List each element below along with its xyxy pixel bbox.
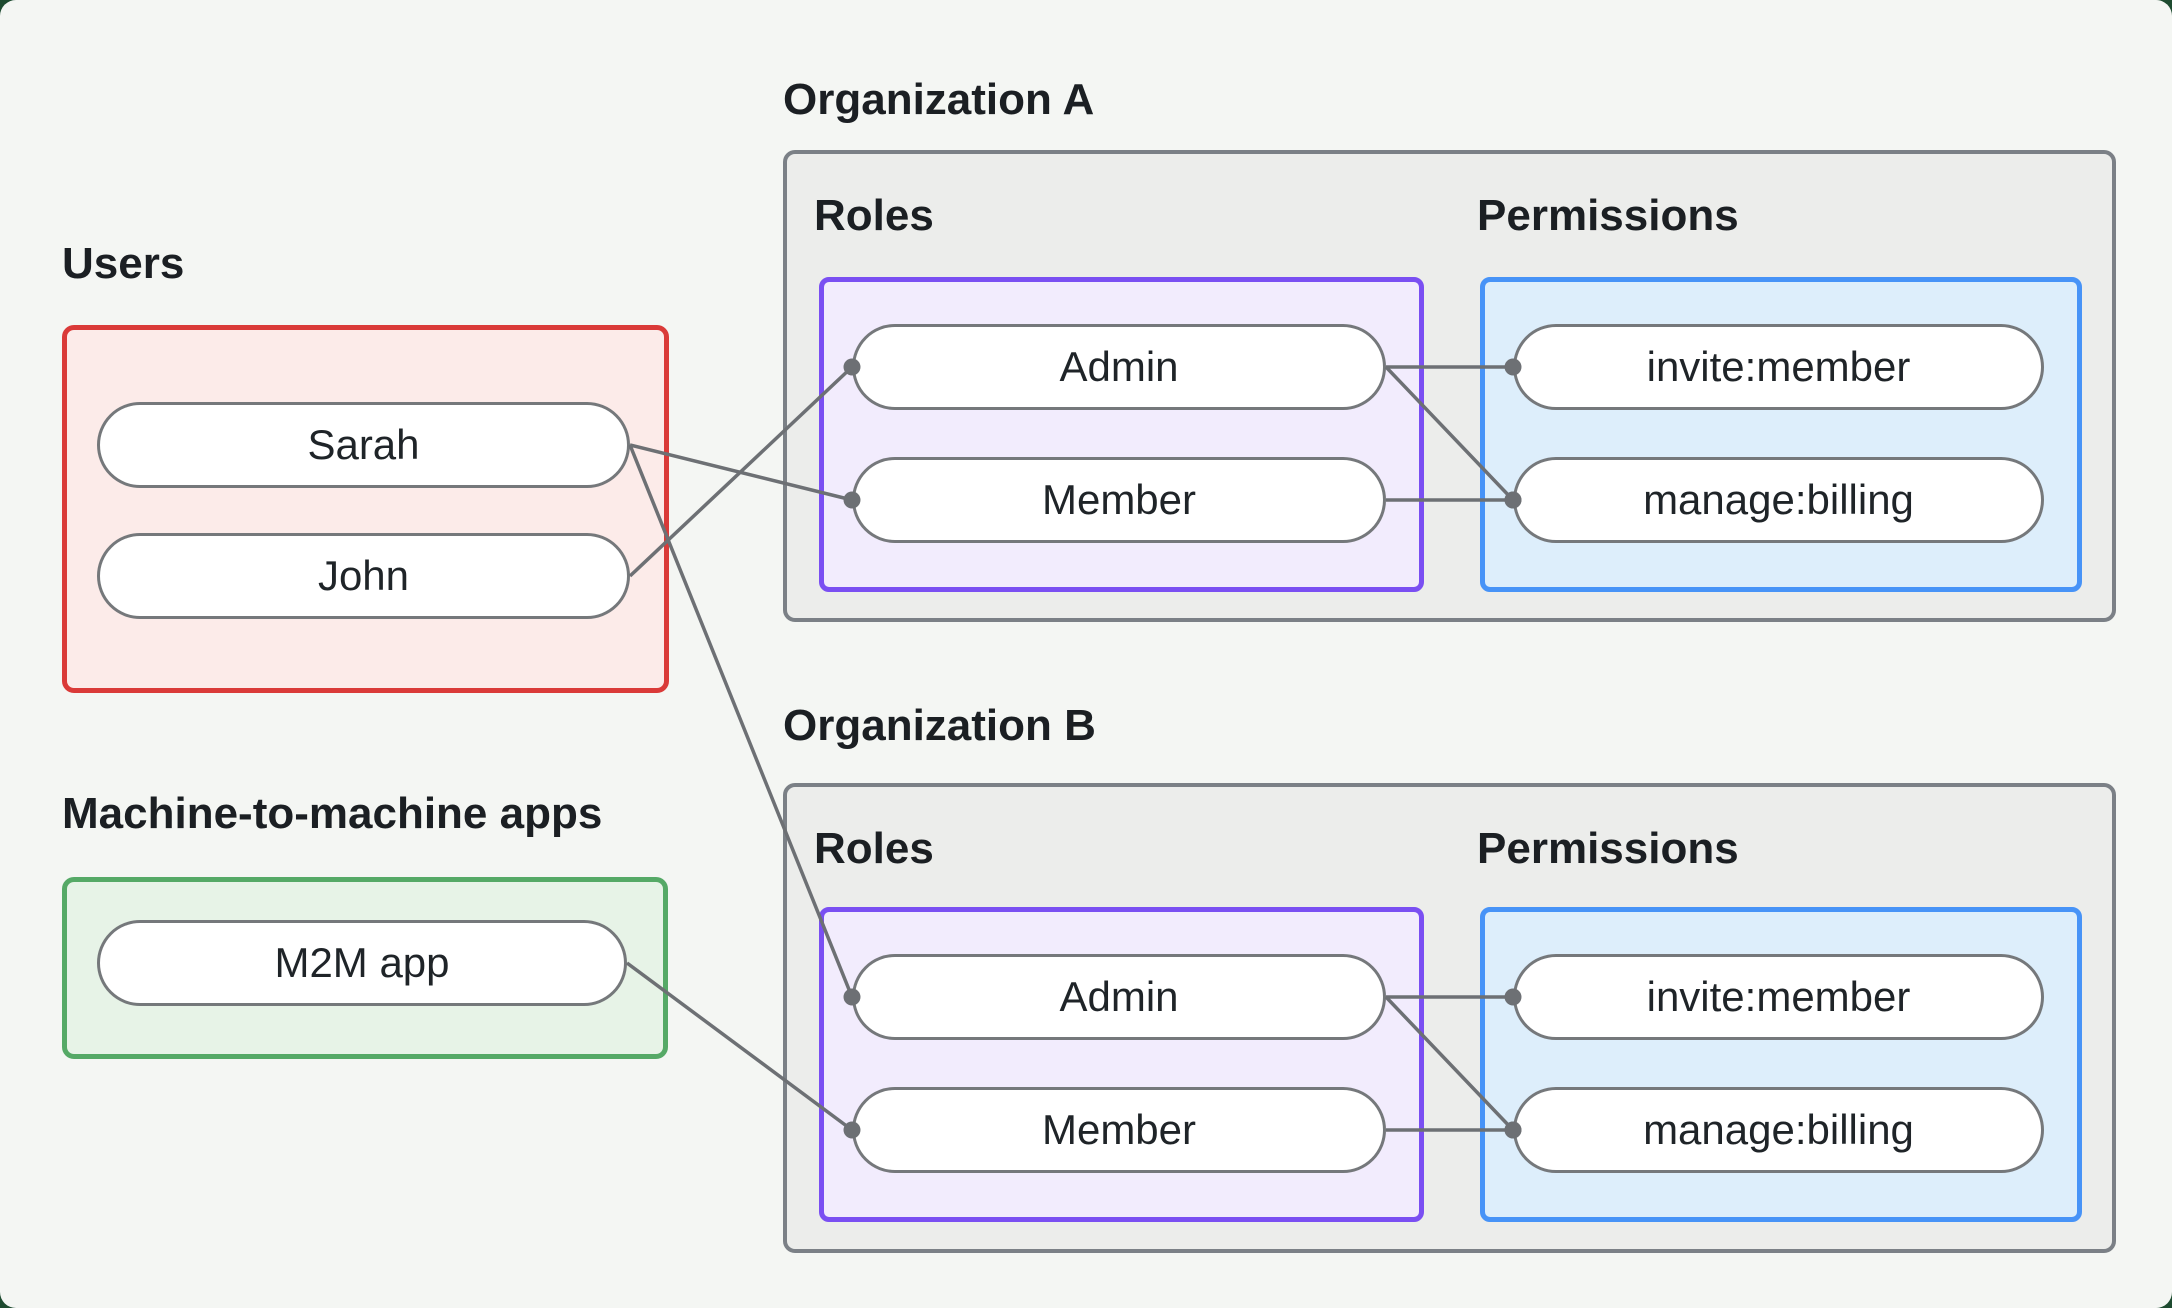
org-a-roles-box: Admin Member — [819, 277, 1424, 592]
node-org-a-member: Member — [852, 457, 1386, 543]
org-b-permissions-label: Permissions — [1477, 824, 1739, 873]
node-org-a-invite-member: invite:member — [1513, 324, 2044, 410]
org-a-box: Roles Permissions Admin Member invite:me… — [783, 150, 2116, 622]
org-a-permissions-box: invite:member manage:billing — [1480, 277, 2082, 592]
node-org-a-manage-billing: manage:billing — [1513, 457, 2044, 543]
org-a-title: Organization A — [783, 75, 1095, 124]
org-a-roles-label: Roles — [814, 191, 934, 240]
org-b-title: Organization B — [783, 701, 1096, 750]
node-user-john: John — [97, 533, 630, 619]
users-group-box: Sarah John — [62, 325, 669, 693]
users-group-label: Users — [62, 239, 185, 288]
m2m-group-box: M2M app — [62, 877, 668, 1059]
node-org-b-invite-member: invite:member — [1513, 954, 2044, 1040]
org-a-permissions-label: Permissions — [1477, 191, 1739, 240]
org-b-permissions-box: invite:member manage:billing — [1480, 907, 2082, 1222]
node-m2m-app: M2M app — [97, 920, 627, 1006]
org-b-box: Roles Permissions Admin Member invite:me… — [783, 783, 2116, 1253]
org-b-roles-box: Admin Member — [819, 907, 1424, 1222]
node-org-b-manage-billing: manage:billing — [1513, 1087, 2044, 1173]
node-org-a-admin: Admin — [852, 324, 1386, 410]
node-org-b-admin: Admin — [852, 954, 1386, 1040]
org-b-roles-label: Roles — [814, 824, 934, 873]
m2m-group-label: Machine-to-machine apps — [62, 789, 603, 838]
node-user-sarah: Sarah — [97, 402, 630, 488]
node-org-b-member: Member — [852, 1087, 1386, 1173]
